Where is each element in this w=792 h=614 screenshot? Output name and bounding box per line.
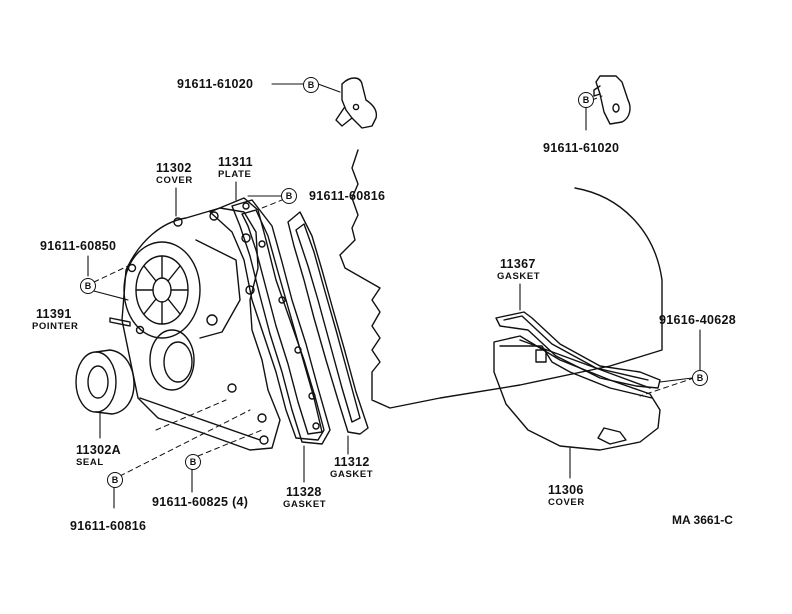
- label-11391: 11391: [36, 307, 72, 321]
- label-11312: 11312: [334, 455, 370, 469]
- bracket-right-top: [594, 76, 630, 124]
- label-11367-gasket: GASKET: [497, 271, 541, 282]
- label-91616-40628: 91616-40628: [659, 313, 736, 327]
- label-11311-plate: PLATE: [218, 169, 252, 180]
- bolt-marker-60816-bottom: B: [107, 472, 123, 488]
- label-91611-60825: 91611-60825 (4): [152, 495, 249, 509]
- drawing-reference: MA 3661-C: [672, 513, 733, 527]
- label-11302-cover: COVER: [156, 175, 193, 186]
- bolt-marker-40628: B: [692, 370, 708, 386]
- bolt-marker-60850: B: [80, 278, 96, 294]
- gasket-11312: [288, 212, 368, 434]
- bracket-left-top: [336, 78, 376, 128]
- gasket-11328: [232, 200, 330, 444]
- cover-11306: [494, 336, 660, 450]
- timing-cover-11302: [122, 208, 280, 450]
- bolt-marker-60825: B: [185, 454, 201, 470]
- label-11328-gasket: GASKET: [283, 499, 327, 510]
- pointer-11391: [110, 318, 130, 326]
- label-91611-61020-right: 91611-61020: [543, 141, 620, 155]
- leader-lines: [88, 84, 700, 508]
- label-11306: 11306: [548, 483, 584, 497]
- label-11391-pointer: POINTER: [32, 321, 79, 332]
- label-11302: 11302: [156, 161, 192, 175]
- gasket-11367: [496, 312, 660, 388]
- bolt-marker-61020-left: B: [303, 77, 319, 93]
- label-11312-gasket: GASKET: [330, 469, 374, 480]
- label-11306-cover: COVER: [548, 497, 585, 508]
- label-11302A: 11302A: [76, 443, 121, 457]
- seal-11302A: [76, 350, 134, 414]
- label-11311: 11311: [218, 155, 253, 169]
- label-91611-60850: 91611-60850: [40, 239, 117, 253]
- label-11367: 11367: [500, 257, 536, 271]
- label-11302A-seal: SEAL: [76, 457, 104, 468]
- label-11328: 11328: [286, 485, 322, 499]
- label-91611-60816-bottom: 91611-60816: [70, 519, 147, 533]
- label-91611-61020-left: 91611-61020: [177, 77, 254, 91]
- bolt-marker-61020-right: B: [578, 92, 594, 108]
- bolt-marker-60816-top: B: [281, 188, 297, 204]
- label-91611-60816-top: 91611-60816: [309, 189, 386, 203]
- engine-block-outline: [340, 150, 662, 408]
